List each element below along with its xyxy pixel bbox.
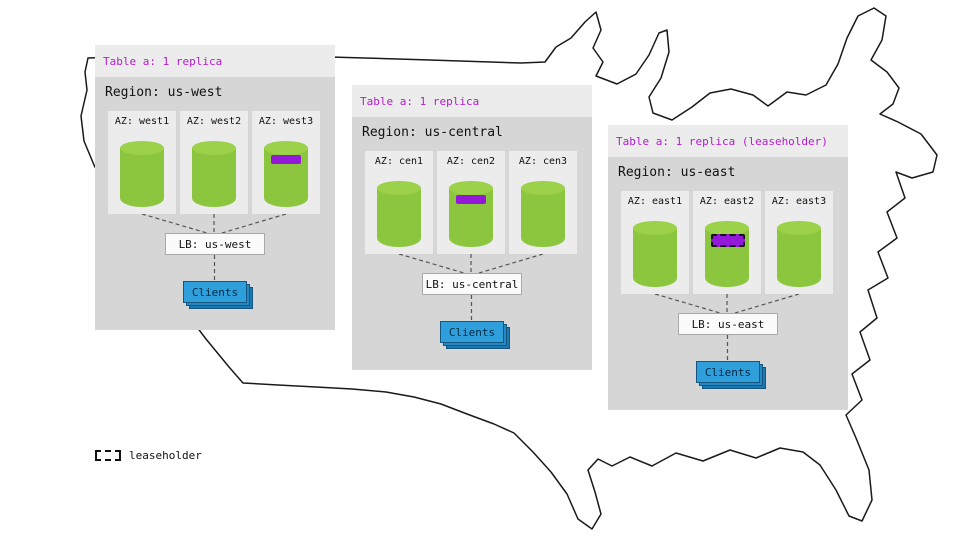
region-label: Region: us-east [618, 165, 736, 180]
az-row: AZ: cen1 AZ: cen2 AZ: cen3 [365, 151, 577, 254]
legend-label: leaseholder [129, 449, 202, 462]
db-cylinder [777, 221, 821, 287]
lb-to-clients-connector [726, 335, 729, 361]
region-body: Region: us-west AZ: west1 AZ: west2 AZ: … [95, 77, 335, 330]
az-to-lb-connectors [141, 214, 287, 233]
az-label: AZ: west2 [186, 116, 242, 127]
db-cylinder-top [777, 221, 821, 235]
db-cylinder-top [633, 221, 677, 235]
az-label: AZ: cen3 [518, 156, 568, 167]
region-body: Region: us-central AZ: cen1 AZ: cen2 AZ:… [352, 117, 592, 370]
region-label: Region: us-central [362, 125, 503, 140]
az-box: AZ: cen1 [365, 151, 433, 254]
clients-box: Clients [183, 281, 253, 309]
az-row: AZ: east1 AZ: east2 AZ: east3 [621, 191, 833, 294]
az-row: AZ: west1 AZ: west2 AZ: west3 [108, 111, 320, 214]
db-cylinder-body [377, 188, 421, 247]
az-box: AZ: west2 [180, 111, 248, 214]
db-cylinder-top [264, 141, 308, 155]
az-label: AZ: east2 [699, 196, 755, 207]
load-balancer-box: LB: us-west [165, 233, 265, 255]
db-cylinder-top [192, 141, 236, 155]
az-box: AZ: cen2 [437, 151, 505, 254]
clients-label: Clients [183, 281, 247, 303]
db-cylinder [633, 221, 677, 287]
region-body: Region: us-east AZ: east1 AZ: east2 AZ: … [608, 157, 848, 410]
az-box: AZ: east2 [693, 191, 761, 294]
clients-box: Clients [440, 321, 510, 349]
db-cylinder [521, 181, 565, 247]
az-label: AZ: east3 [771, 196, 827, 207]
az-label: AZ: east1 [627, 196, 683, 207]
db-cylinder-top [705, 221, 749, 235]
db-cylinder-top [377, 181, 421, 195]
legend: leaseholder [95, 449, 202, 462]
az-box: AZ: east3 [765, 191, 833, 294]
db-cylinder [705, 221, 749, 287]
clients-box: Clients [696, 361, 766, 389]
db-cylinder [120, 141, 164, 207]
db-cylinder-body [120, 148, 164, 207]
leaseholder-swatch-icon [95, 450, 121, 461]
db-cylinder [192, 141, 236, 207]
clients-label: Clients [696, 361, 760, 383]
db-cylinder-body [777, 228, 821, 287]
db-cylinder [264, 141, 308, 207]
table-replica-label: Table a: 1 replica [352, 85, 592, 117]
region-panel-us-east: Table a: 1 replica (leaseholder) Region:… [608, 125, 848, 410]
region-panel-us-west: Table a: 1 replica Region: us-west AZ: w… [95, 45, 335, 330]
db-cylinder-top [120, 141, 164, 155]
az-label: AZ: cen2 [446, 156, 496, 167]
db-cylinder-body [192, 148, 236, 207]
region-panel-us-central: Table a: 1 replica Region: us-central AZ… [352, 85, 592, 370]
db-cylinder-body [521, 188, 565, 247]
replica-badge [456, 195, 486, 204]
az-label: AZ: cen1 [374, 156, 424, 167]
az-to-lb-connectors [654, 294, 800, 313]
db-cylinder-top [449, 181, 493, 195]
az-label: AZ: west3 [258, 116, 314, 127]
load-balancer-box: LB: us-central [422, 273, 522, 295]
replica-badge [271, 155, 301, 164]
db-cylinder-top [521, 181, 565, 195]
clients-label: Clients [440, 321, 504, 343]
db-cylinder [377, 181, 421, 247]
table-replica-label: Table a: 1 replica (leaseholder) [608, 125, 848, 157]
az-to-lb-connectors [398, 254, 544, 273]
db-cylinder [449, 181, 493, 247]
lb-to-clients-connector [213, 255, 216, 281]
az-box: AZ: east1 [621, 191, 689, 294]
table-replica-label: Table a: 1 replica [95, 45, 335, 77]
db-cylinder-body [633, 228, 677, 287]
az-label: AZ: west1 [114, 116, 170, 127]
az-box: AZ: cen3 [509, 151, 577, 254]
leaseholder-badge [711, 234, 745, 247]
az-box: AZ: west1 [108, 111, 176, 214]
az-box: AZ: west3 [252, 111, 320, 214]
region-label: Region: us-west [105, 85, 223, 100]
lb-to-clients-connector [470, 295, 473, 321]
load-balancer-box: LB: us-east [678, 313, 778, 335]
